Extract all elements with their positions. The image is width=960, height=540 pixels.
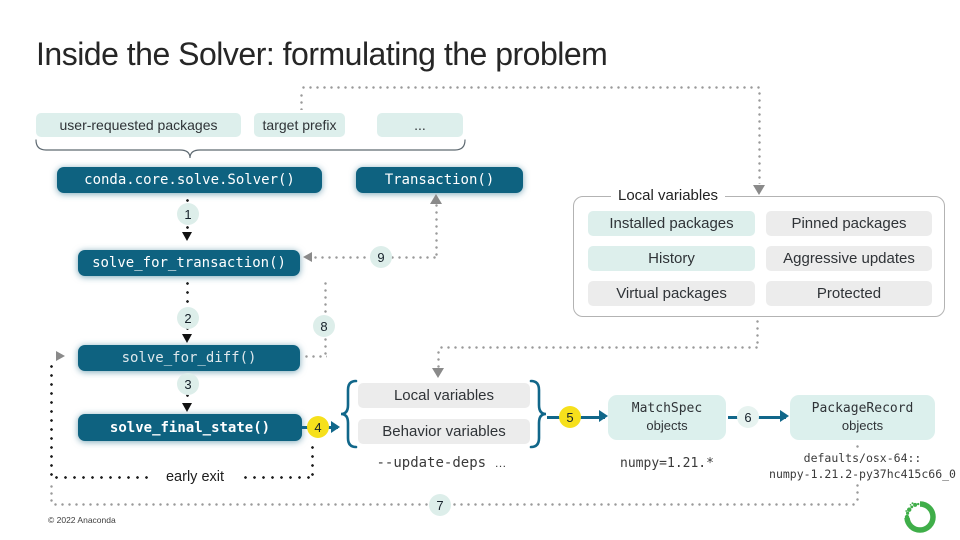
logo-ring xyxy=(904,501,936,533)
dotted-line-step7 xyxy=(50,483,53,503)
arrow-right-icon xyxy=(56,351,65,361)
step-circle-3: 3 xyxy=(177,373,199,395)
pill-label: target prefix xyxy=(262,117,337,133)
step-number: 1 xyxy=(184,206,192,222)
step-circle-2: 2 xyxy=(177,307,199,329)
pill-label: ... xyxy=(414,117,426,133)
dotted-line-target-to-panel xyxy=(300,86,761,89)
step-number: 6 xyxy=(744,409,752,425)
arrow-down-icon xyxy=(182,403,192,412)
step-circle-1: 1 xyxy=(177,203,199,225)
step-circle-8: 8 xyxy=(313,315,335,337)
step-number: 9 xyxy=(377,249,385,265)
solve-for-transaction-box: solve_for_transaction() xyxy=(78,250,300,276)
arrow-right-icon xyxy=(331,421,340,433)
panel-pill-aggressive-updates: Aggressive updates xyxy=(766,246,932,271)
arrow-down-icon xyxy=(182,232,192,241)
variables-brace-left xyxy=(340,379,358,449)
solve-final-state-label: solve_final_state() xyxy=(109,419,271,436)
panel-pill-virtual-packages: Virtual packages xyxy=(588,281,755,306)
solver-box: conda.core.solve.Solver() xyxy=(57,167,322,193)
dotted-line-step7 xyxy=(52,503,858,506)
anaconda-logo-icon xyxy=(904,501,936,533)
step-number: 2 xyxy=(184,310,192,326)
matchspec-suffix: objects xyxy=(646,417,688,433)
matchspec-name: MatchSpec xyxy=(631,401,703,417)
packagerecord-box: PackageRecord objects xyxy=(790,395,935,440)
panel-pill-label: Pinned packages xyxy=(791,215,907,232)
matchspec-example: numpy=1.21.* xyxy=(620,456,714,471)
packagerecord-example-line2: numpy-1.21.2-py37hc415c66_0 xyxy=(769,466,956,481)
panel-pill-history: History xyxy=(588,246,755,271)
inputs-brace xyxy=(35,139,466,159)
update-deps-caption: --update-deps … xyxy=(345,455,538,471)
caption-ellipsis: … xyxy=(494,456,507,470)
solve-for-diff-box: solve_for_diff() xyxy=(78,345,300,371)
step-number: 8 xyxy=(320,318,328,334)
step-circle-5: 5 xyxy=(559,406,581,428)
pill-more: ... xyxy=(377,113,463,137)
dotted-line-panel-to-variables xyxy=(438,346,758,349)
local-variables-panel-label: Local variables xyxy=(611,187,726,204)
packagerecord-example: defaults/osx-64:: numpy-1.21.2-py37hc415… xyxy=(765,451,960,482)
step-number: 7 xyxy=(436,497,444,513)
panel-pill-label: Aggressive updates xyxy=(783,250,915,267)
dotted-line-step7 xyxy=(856,443,859,451)
variables-pill-label: Behavior variables xyxy=(382,423,506,440)
panel-pill-installed-packages: Installed packages xyxy=(588,211,755,236)
panel-pill-label: Protected xyxy=(816,285,882,302)
pill-target-prefix: target prefix xyxy=(254,113,345,137)
pill-label: user-requested packages xyxy=(59,117,218,133)
packagerecord-suffix: objects xyxy=(841,417,884,433)
dotted-line-panel-to-variables xyxy=(756,318,759,348)
dotted-line-step9 xyxy=(435,202,438,258)
dotted-line-early-exit xyxy=(50,362,53,478)
packagerecord-example-line1: defaults/osx-64:: xyxy=(803,451,922,465)
pill-user-requested-packages: user-requested packages xyxy=(36,113,241,137)
transaction-box-label: Transaction() xyxy=(384,172,495,188)
copyright-text: © 2022 Anaconda xyxy=(48,515,116,525)
dotted-line-early-exit xyxy=(311,443,314,477)
packagerecord-name: PackageRecord xyxy=(811,401,914,417)
panel-pill-label: History xyxy=(648,250,695,267)
panel-pill-label: Installed packages xyxy=(609,215,734,232)
dotted-line-step7 xyxy=(856,482,859,504)
dotted-line-target-to-panel xyxy=(758,90,761,184)
logo-dots xyxy=(904,502,920,520)
dotted-line-target-to-panel xyxy=(300,92,303,110)
solve-final-state-box: solve_final_state() xyxy=(78,414,302,441)
step-number: 5 xyxy=(566,409,574,425)
step-number: 3 xyxy=(184,376,192,392)
step-circle-7: 7 xyxy=(429,494,451,516)
step-circle-9: 9 xyxy=(370,246,392,268)
arrow-up-icon xyxy=(430,194,442,204)
variables-brace-right xyxy=(529,379,547,449)
solve-for-transaction-label: solve_for_transaction() xyxy=(92,255,286,271)
panel-pill-pinned-packages: Pinned packages xyxy=(766,211,932,236)
variables-pill-behavior: Behavior variables xyxy=(358,419,530,444)
arrow-right-icon xyxy=(780,410,789,422)
solver-box-label: conda.core.solve.Solver() xyxy=(84,172,295,188)
transaction-box: Transaction() xyxy=(356,167,523,193)
arrow-left-icon xyxy=(303,252,312,262)
solve-for-diff-label: solve_for_diff() xyxy=(121,350,257,366)
panel-pill-label: Virtual packages xyxy=(616,285,727,302)
variables-pill-local: Local variables xyxy=(358,383,530,408)
arrow-right-icon xyxy=(599,410,608,422)
variables-pill-label: Local variables xyxy=(393,387,495,404)
arrow-down-icon xyxy=(432,368,444,378)
step-number: 4 xyxy=(314,419,322,435)
step-circle-6: 6 xyxy=(737,406,759,428)
local-variables-panel: Local variables Installed packages Pinne… xyxy=(573,187,945,317)
page-title: Inside the Solver: formulating the probl… xyxy=(36,36,608,72)
update-deps-flag: --update-deps xyxy=(376,455,487,471)
arrow-down-icon xyxy=(753,185,765,195)
dotted-line-panel-to-variables xyxy=(437,349,440,368)
step-circle-4: 4 xyxy=(307,416,329,438)
early-exit-label: early exit xyxy=(152,469,238,485)
dotted-line-step8 xyxy=(303,355,327,358)
matchspec-box: MatchSpec objects xyxy=(608,395,726,440)
panel-pill-protected: Protected xyxy=(766,281,932,306)
arrow-down-icon xyxy=(182,334,192,343)
